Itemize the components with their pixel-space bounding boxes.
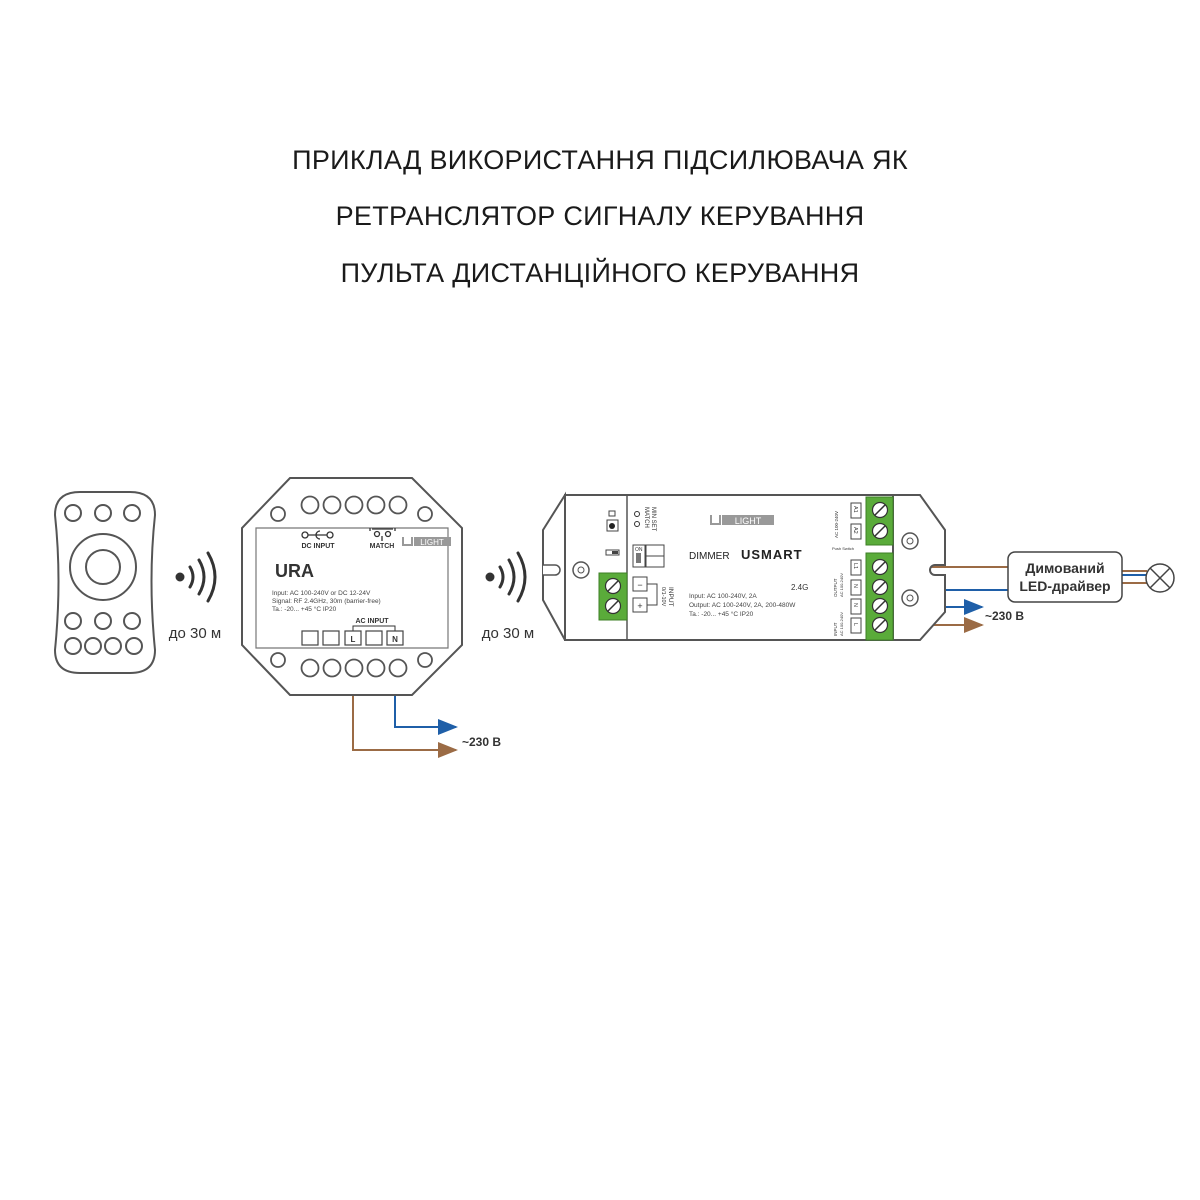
svg-text:L: L — [852, 623, 858, 626]
dimmable-led-driver: Димований LED-драйвер — [1007, 551, 1123, 603]
svg-text:AC 100-240V: AC 100-240V — [839, 573, 844, 597]
svg-text:Push Switch: Push Switch — [832, 546, 854, 551]
terminal-n: N — [392, 635, 398, 644]
range-label: до 30 м — [169, 625, 221, 642]
svg-text:L1: L1 — [852, 563, 858, 569]
min-set-label: MIN SET — [650, 507, 656, 532]
input-label: INPUT — [667, 587, 674, 607]
svg-text:LIGHT: LIGHT — [735, 516, 762, 526]
spec-line: Output: AC 100-240V, 2A, 200-480W — [689, 602, 796, 609]
svg-text:A1: A1 — [852, 506, 858, 513]
spec-line: Ta.: -20... +45 °C IP20 — [689, 610, 754, 618]
match-button-icon — [369, 528, 396, 541]
ulight-logo: LIGHT — [402, 537, 451, 547]
wireless-signal-icon — [485, 551, 527, 603]
dc-jack-icon — [301, 530, 334, 540]
spec-line: Signal: RF 2.4GHz, 30m (barrier-free) — [272, 598, 381, 605]
svg-text:N: N — [852, 603, 858, 607]
wireless-signal-icon — [175, 551, 217, 603]
title-line-3: ПУЛЬТА ДИСТАНЦІЙНОГО КЕРУВАННЯ — [340, 258, 860, 288]
svg-text:AC 100-240V: AC 100-240V — [834, 511, 839, 538]
svg-text:LED-драйвер: LED-драйвер — [1019, 578, 1110, 594]
dimmer-type: DIMMER — [689, 551, 730, 562]
svg-text:−: − — [637, 580, 642, 590]
rf-label: 2.4G — [791, 583, 808, 592]
title-line-2: РЕТРАНСЛЯТОР СИГНАЛУ КЕРУВАННЯ — [335, 201, 865, 231]
remote-control — [53, 491, 157, 674]
match-label: MATCH — [643, 507, 649, 528]
ura-amplifier: DC INPUT MATCH LIGHT URA Input: AC 100-2… — [241, 477, 463, 696]
svg-text:OUTPUT: OUTPUT — [833, 578, 838, 597]
dimmer-voltage-label: ~230 В — [985, 609, 1024, 623]
spec-line: Input: AC 100-240V or DC 12-24V — [272, 590, 371, 597]
spec-line: Input: AC 100-240V, 2A — [689, 593, 757, 600]
match-label: MATCH — [370, 543, 395, 550]
svg-text:Димований: Димований — [1025, 560, 1104, 576]
spec-line: Ta.: -20... +45 °C IP20 — [272, 605, 337, 613]
svg-text:LIGHT: LIGHT — [420, 538, 444, 547]
on-label: ON — [635, 547, 643, 553]
svg-text:AC 100-240V: AC 100-240V — [839, 612, 844, 636]
dc-input-label: DC INPUT — [301, 543, 335, 550]
svg-text:+: + — [637, 601, 642, 611]
svg-text:N: N — [852, 584, 858, 588]
lamp-icon — [1145, 563, 1175, 593]
title-line-1: ПРИКЛАД ВИКОРИСТАННЯ ПІДСИЛЮВАЧА ЯК — [292, 145, 908, 175]
ura-voltage-label: ~230 В — [462, 735, 501, 749]
terminal-l: L — [351, 635, 356, 644]
input-range: 0/1-10V — [660, 587, 666, 607]
ac-input-label: AC INPUT — [355, 618, 389, 625]
svg-text:INPUT: INPUT — [833, 622, 838, 636]
model-name: URA — [275, 561, 314, 581]
usmart-dimmer: MATCH MIN SET ON − + INPUT 0/1-10V LIGHT… — [542, 491, 946, 641]
series-name: USMART — [741, 547, 803, 562]
svg-text:A2: A2 — [852, 527, 858, 534]
range-label: до 30 м — [482, 625, 534, 642]
ulight-logo: LIGHT — [710, 515, 774, 526]
